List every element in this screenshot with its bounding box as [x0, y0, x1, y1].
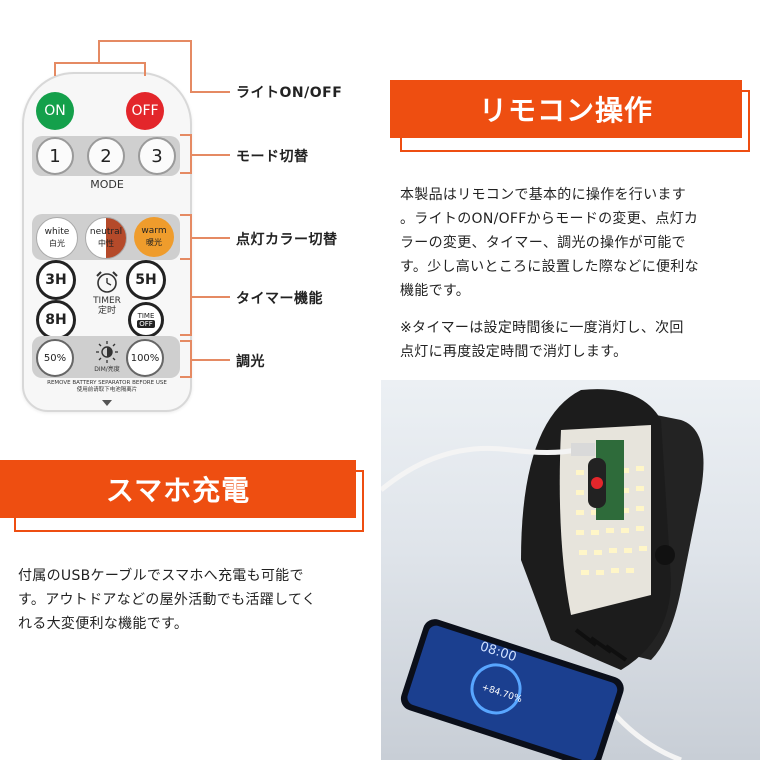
remove-battery-label: REMOVE BATTERY SEPARATOR BEFORE USE 使用前请…	[34, 380, 180, 394]
remote-description-line: 本製品はリモコンで基本的に操作を行います	[400, 187, 686, 203]
arrow-down-icon	[102, 400, 112, 406]
remote-description-line: す。少し高いところに設置した際などに便利な	[400, 259, 699, 275]
dim-label: DIM/亮度	[94, 366, 120, 373]
remote-description: 本製品はリモコンで基本的に操作を行います 。ライトのON/OFFからモードの変更…	[400, 183, 750, 303]
callout-line	[54, 62, 56, 76]
time-off-button: TIME OFF	[128, 302, 164, 338]
callout-line	[180, 334, 192, 336]
warm-label: warm	[141, 226, 167, 236]
callout-line	[180, 340, 192, 342]
callout-line	[180, 376, 192, 378]
timer-note-line: 点灯に再度設定時間で消灯します。	[400, 344, 628, 360]
callout-line	[190, 359, 230, 361]
warm-label-jp: 暖光	[146, 238, 162, 247]
timer-note-line: ※タイマーは設定時間後に一度消灯し、次回	[400, 320, 684, 336]
mode-3-button: 3	[138, 137, 176, 175]
remote-description-line: 。ライトのON/OFFからモードの変更、点灯カ	[400, 211, 699, 227]
callout-line	[144, 62, 146, 76]
callout-on-off: ライトON/OFF	[236, 85, 343, 101]
callout-line	[98, 40, 100, 62]
white-label: white	[44, 227, 70, 237]
brightness-icon	[95, 340, 119, 368]
callout-line	[190, 237, 230, 239]
timer-label-en: TIMER	[93, 296, 121, 306]
callout-line	[190, 296, 230, 298]
charge-description-line: す。アウトドアなどの屋外活動でも活躍してく	[18, 592, 317, 608]
callout-color: 点灯カラー切替	[236, 232, 338, 248]
mode-1-button: 1	[36, 137, 74, 175]
remote-description-line: ラーの変更、タイマー、調光の操作が可能で	[400, 235, 686, 251]
remote-control: ON OFF 1 2 3 MODE white 白光 neutral 中性 wa…	[22, 72, 192, 412]
product-photo: 08:00 +84.70%	[381, 380, 760, 760]
callout-line	[180, 214, 192, 216]
callout-dimming: 調光	[236, 354, 265, 370]
dim-50-button: 50%	[36, 339, 74, 377]
off-button: OFF	[126, 92, 164, 130]
callout-line	[54, 62, 144, 64]
white-label-jp: 白光	[49, 239, 65, 248]
charge-description-line: 付属のUSBケーブルでスマホへ充電も可能で	[18, 568, 304, 584]
charge-description: 付属のUSBケーブルでスマホへ充電も可能で す。アウトドアなどの屋外活動でも活躍…	[18, 564, 368, 636]
remote-section-title: リモコン操作	[390, 80, 742, 138]
remote-description-line: 機能です。	[400, 283, 471, 299]
mode-label: MODE	[90, 178, 124, 191]
neutral-label: neutral	[89, 227, 123, 237]
timer-8h-button: 8H	[36, 300, 76, 340]
mode-2-button: 2	[87, 137, 125, 175]
timer-5h-button: 5H	[126, 260, 166, 300]
on-button: ON	[36, 92, 74, 130]
timer-3h-button: 3H	[36, 260, 76, 300]
time-off-top: TIME	[137, 312, 155, 320]
remove-battery-label-cn: 使用前请取下电池隔离片	[76, 387, 138, 393]
neutral-color-button: neutral 中性	[85, 217, 127, 259]
charge-description-line: れる大変便利な機能です。	[18, 616, 189, 632]
timer-label: TIMER 定时	[82, 296, 132, 316]
callout-line	[190, 91, 230, 93]
callout-line	[190, 40, 192, 92]
callout-line	[190, 154, 230, 156]
timer-label-jp: 定时	[97, 306, 116, 316]
charge-section-title: スマホ充電	[0, 460, 356, 518]
callout-line	[180, 258, 192, 260]
white-color-button: white 白光	[36, 217, 78, 259]
callout-line	[190, 260, 192, 336]
dim-100-button: 100%	[126, 339, 164, 377]
callout-timer: タイマー機能	[236, 291, 323, 307]
time-off-bottom: OFF	[137, 320, 155, 328]
callout-line	[180, 172, 192, 174]
callout-line	[98, 40, 190, 42]
neutral-label-jp: 中性	[98, 239, 114, 248]
timer-note: ※タイマーは設定時間後に一度消灯し、次回 点灯に再度設定時間で消灯します。	[400, 316, 750, 364]
remove-battery-label-en: REMOVE BATTERY SEPARATOR BEFORE USE	[47, 380, 167, 386]
callout-mode: モード切替	[236, 149, 309, 165]
alarm-clock-icon	[93, 268, 121, 300]
product-photo-illustration: 08:00 +84.70%	[381, 389, 704, 760]
callout-line	[180, 134, 192, 136]
warm-color-button: warm 暖光	[134, 217, 174, 257]
